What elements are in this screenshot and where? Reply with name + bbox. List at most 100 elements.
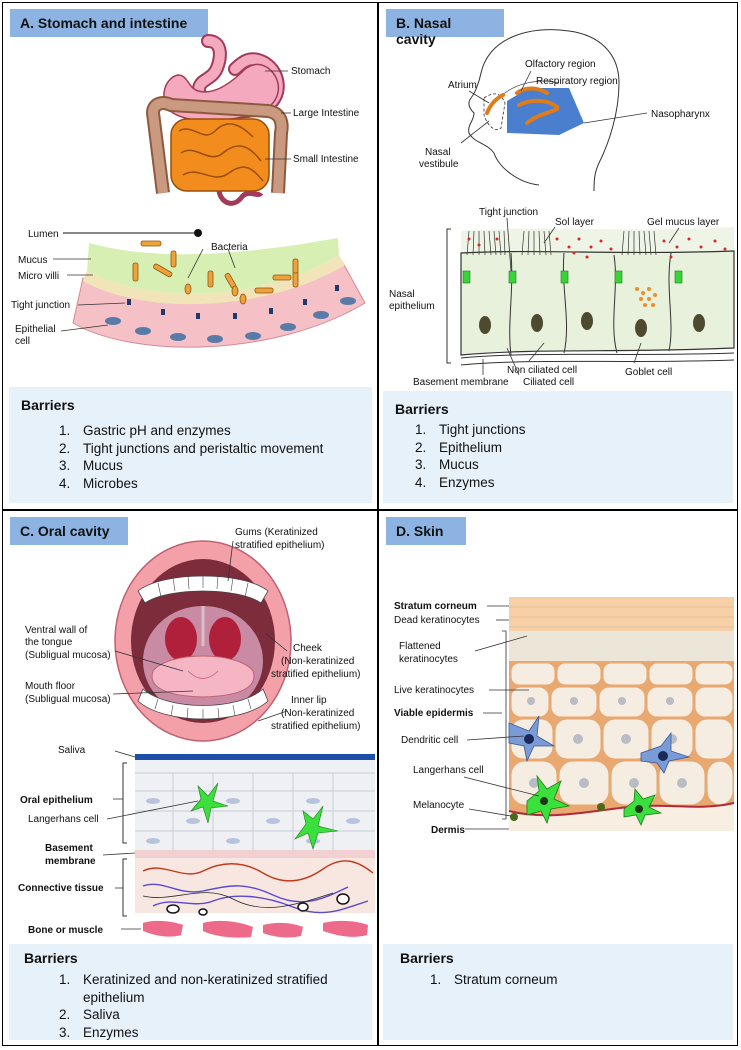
label-large-intestine: Large Intestine — [293, 108, 360, 119]
list-item: 1.Keratinized and non-keratinized strati… — [59, 972, 328, 1005]
label-gel-mucus-layer: Gel mucus layer — [647, 217, 720, 228]
barriers-heading: Barriers — [21, 397, 75, 413]
tongue — [151, 655, 255, 698]
label-lumen: Lumen — [28, 229, 59, 240]
stomach-intestine-illustration: Stomach Large Intestine Small Intestine — [11, 34, 366, 348]
label-goblet-cell: Goblet cell — [625, 367, 672, 378]
label-flattened-line2: keratinocytes — [399, 654, 458, 665]
list-item: 2.Tight junctions and peristaltic moveme… — [59, 440, 324, 456]
label-small-intestine: Small Intestine — [293, 154, 359, 165]
label-nasopharynx: Nasopharynx — [651, 109, 710, 120]
skin-illustration: Stratum corneum Dead keratinocytes Flatt… — [394, 597, 735, 836]
label-melanocyte: Melanocyte — [413, 800, 465, 811]
label-micro-villi: Micro villi — [18, 271, 59, 282]
label-langerhans: Langerhans cell — [28, 814, 99, 825]
epithelium-cells — [460, 250, 735, 356]
label-basement-membrane: Basement membrane — [413, 377, 509, 388]
barrier-list: 1.Stratum corneum — [430, 971, 558, 989]
panel-b-title: B. Nasal cavity — [386, 9, 504, 47]
label-stomach: Stomach — [291, 66, 330, 77]
vertical-divider — [377, 2, 379, 1046]
label-basement-line2: membrane — [45, 856, 96, 867]
label-nasal-vestibule-line1: Nasal — [425, 147, 451, 158]
dermis-layer — [509, 803, 734, 831]
label-atrium: Atrium — [448, 80, 477, 91]
label-live-keratinocytes: Live keratinocytes — [394, 685, 474, 696]
label-olfactory-region: Olfactory region — [525, 59, 596, 70]
label-bone-muscle: Bone or muscle — [28, 925, 103, 936]
label-basement-line1: Basement — [45, 843, 93, 854]
label-connective-tissue: Connective tissue — [18, 883, 104, 894]
list-item: 3.Mucus — [415, 457, 479, 472]
panel-d: D. Skin — [379, 511, 737, 1045]
label-epithelial-cell-line1: Epithelial — [15, 324, 56, 335]
horizontal-divider — [2, 509, 738, 511]
bone-muscle — [143, 920, 368, 938]
label-epithelial-cell-line2: cell — [15, 336, 30, 347]
label-inner-lip-line2: (Non-keratinized — [281, 708, 354, 719]
label-flattened-line1: Flattened — [399, 641, 441, 652]
label-gums-line1: Gums (Keratinized — [235, 527, 318, 538]
label-dendritic-cell: Dendritic cell — [401, 735, 458, 746]
label-gums-line2: stratified epithelium) — [235, 540, 324, 551]
barriers-heading: Barriers — [400, 950, 454, 966]
label-nasal-vestibule-line2: vestibule — [419, 159, 459, 170]
panel-a-title: A. Stomach and intestine — [10, 9, 208, 37]
oral-epithelium — [135, 760, 375, 850]
list-item: 2.Saliva — [59, 1007, 120, 1022]
label-tight-junction: Tight junction — [11, 300, 70, 311]
label-inner-lip-line3: stratified epithelium) — [271, 721, 360, 732]
barrier-list: 1.Tight junctions 2.Epithelium 3.Mucus 4… — [415, 421, 526, 491]
panel-d-title: D. Skin — [386, 517, 466, 545]
label-nasal-epithelium-line1: Nasal — [389, 289, 415, 300]
label-sol-layer: Sol layer — [555, 217, 595, 228]
label-langerhans-cell: Langerhans cell — [413, 765, 484, 776]
label-respiratory-region: Respiratory region — [536, 76, 618, 87]
label-bacteria: Bacteria — [211, 242, 248, 253]
connective-tissue — [135, 858, 375, 913]
label-inner-lip-line1: Inner lip — [291, 695, 327, 706]
saliva-layer — [135, 754, 375, 760]
panel-c-barriers: Barriers 1.Keratinized and non-keratiniz… — [9, 944, 372, 1040]
barriers-heading: Barriers — [395, 401, 449, 417]
label-ventral-line2: the tongue — [25, 637, 73, 648]
label-ciliated-cell: Ciliated cell — [523, 377, 574, 388]
label-saliva: Saliva — [58, 745, 86, 756]
label-non-ciliated-cell: Non ciliated cell — [507, 365, 577, 376]
list-item: 4.Microbes — [59, 475, 138, 491]
microvilli-band — [83, 255, 345, 305]
list-item: 1.Gastric pH and enzymes — [59, 423, 231, 438]
list-item: 3.Mucus — [59, 458, 123, 473]
panel-c: C. Oral cavity Gums (Keratinized stratif… — [3, 511, 376, 1045]
list-item: 1.Tight junctions — [415, 422, 526, 437]
label-mucus: Mucus — [18, 255, 47, 266]
label-dermis: Dermis — [431, 825, 465, 836]
list-item: 4.Enzymes — [415, 474, 495, 490]
label-ventral-line1: Ventral wall of — [25, 625, 87, 636]
label-cheek-line3: stratified epithelium) — [271, 669, 360, 680]
list-item: 1.Stratum corneum — [430, 972, 558, 987]
label-cheek-line1: Cheek — [293, 643, 323, 654]
label-stratum-corneum: Stratum corneum — [394, 601, 477, 612]
panel-c-title: C. Oral cavity — [10, 517, 128, 545]
barrier-list: 1.Gastric pH and enzymes 2.Tight junctio… — [59, 422, 323, 492]
panel-b: B. Nasal cavity Olfactory region Atrium … — [379, 3, 737, 508]
label-mouth-floor-line2: (Subligual mucosa) — [25, 694, 111, 705]
label-ventral-line3: (Subligual mucosa) — [25, 650, 111, 661]
nasal-cavity-illustration: Olfactory region Atrium Respiratory regi… — [389, 29, 735, 388]
oral-cavity-illustration: Gums (Keratinized stratified epithelium)… — [18, 527, 375, 938]
label-nasal-epithelium-line2: epithelium — [389, 301, 435, 312]
panel-a-barriers: Barriers 1.Gastric pH and enzymes 2.Tigh… — [9, 387, 372, 503]
label-mouth-floor-line1: Mouth floor — [25, 681, 76, 692]
label-oral-epithelium: Oral epithelium — [20, 795, 93, 806]
label-viable-epidermis: Viable epidermis — [394, 708, 474, 719]
label-tight-junction: Tight junction — [479, 207, 538, 218]
label-dead-keratinocytes: Dead keratinocytes — [394, 615, 480, 626]
panel-a: A. Stomach and intestine Stomach Large I… — [3, 3, 376, 508]
barriers-heading: Barriers — [24, 950, 78, 966]
list-item: 3.Enzymes — [59, 1024, 139, 1040]
panel-d-barriers: Barriers 1.Stratum corneum — [383, 944, 733, 1040]
list-item: 2.Epithelium — [415, 439, 503, 455]
barrier-list: 1.Keratinized and non-keratinized strati… — [59, 971, 328, 1041]
